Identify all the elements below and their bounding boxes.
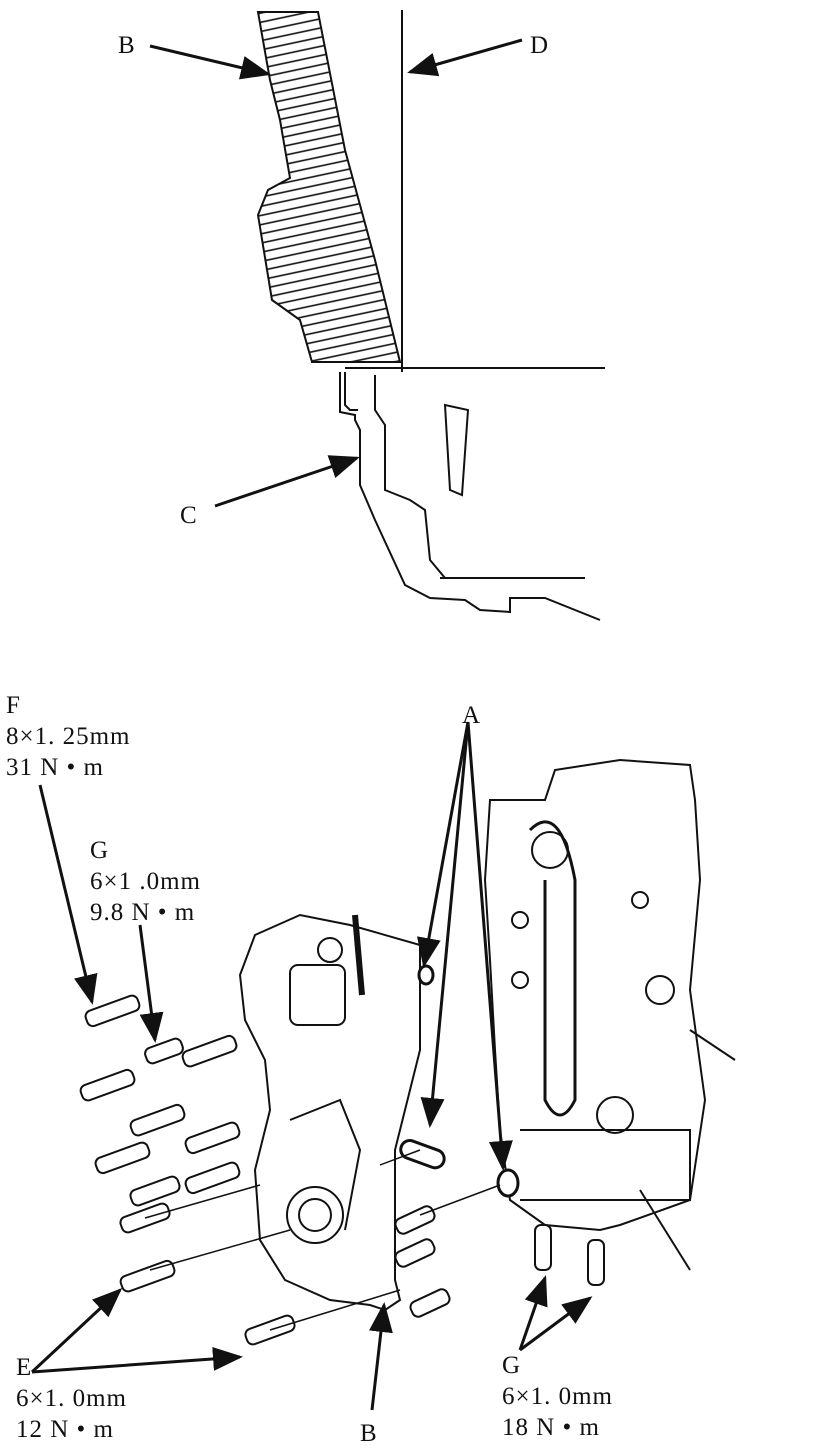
bolt-size: 6×1 .0mm [90, 868, 201, 895]
callout-b-top: B [118, 32, 136, 59]
bolt-e-spec: E 6×1. 0mm 12 N • m [16, 1352, 127, 1445]
timing-chain-cover [238, 913, 421, 1312]
oil-pan-outline [339, 372, 601, 621]
top-figure [149, 10, 605, 621]
bolts [79, 994, 605, 1346]
bolt-label: G [502, 1352, 522, 1379]
bolt-size: 6×1. 0mm [16, 1385, 127, 1412]
bolt-size: 6×1. 0mm [502, 1383, 613, 1410]
bolt-g-upper-spec: G 6×1 .0mm 9.8 N • m [90, 835, 201, 928]
callout-a: A [462, 702, 482, 729]
crank-seal [286, 1186, 344, 1244]
bolt-label: F [6, 692, 21, 719]
bolt-torque: 9.8 N • m [90, 899, 196, 926]
o-ring [417, 964, 435, 986]
bolt-torque: 18 N • m [502, 1414, 601, 1441]
bolt-torque: 12 N • m [16, 1416, 115, 1443]
callout-c: C [180, 502, 198, 529]
bolt-torque: 31 N • m [6, 754, 105, 781]
bolt-label: G [90, 837, 110, 864]
bolt-f-spec: F 8×1. 25mm 31 N • m [6, 690, 131, 783]
bolt-label: E [16, 1354, 33, 1381]
o-ring [399, 1139, 446, 1170]
callout-b-bottom: B [360, 1420, 378, 1447]
bolt-size: 8×1. 25mm [6, 723, 131, 750]
o-ring [496, 1168, 520, 1198]
hatched-cover-section [256, 11, 402, 363]
bolt-g-lower-spec: G 6×1. 0mm 18 N • m [502, 1350, 613, 1443]
bottom-figure [30, 721, 736, 1411]
callout-d: D [530, 32, 550, 59]
